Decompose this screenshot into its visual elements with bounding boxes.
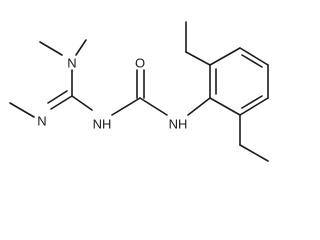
bond-c-n-imine	[50, 95, 73, 110]
bond-carbonyl-c-nh-right	[139, 97, 168, 116]
bond-n-imine-methyl	[9, 102, 35, 118]
bond-ring-6	[209, 97, 241, 116]
atom-label-n-dimethyl: N	[67, 56, 76, 71]
bond-c-n-imine-2	[47, 90, 68, 104]
bond-ring-5	[239, 97, 269, 116]
bond-n-methyl-right	[75, 39, 87, 56]
atom-label-o-carbonyl: O	[135, 56, 145, 71]
bond-ring-inner-3	[241, 95, 263, 109]
atom-label-nh-left: NH	[93, 117, 112, 132]
bond-nh-ring	[187, 97, 211, 116]
bond-c-nh-left	[71, 95, 93, 111]
bond-n-methyl-left	[39, 41, 63, 56]
bond-nh-carbonyl-c	[111, 97, 141, 116]
bond-ring-3	[239, 47, 269, 66]
bond-ring-2	[209, 47, 241, 66]
bond-ring-inner-2	[241, 54, 263, 68]
chemical-structure: N N NH O NH	[9, 21, 269, 162]
bond-ethyl-bottom-2	[239, 144, 269, 162]
bond-ethyl-top-1	[185, 51, 211, 66]
atom-label-nh-right: NH	[169, 117, 188, 132]
atom-label-n-imine: N	[37, 114, 46, 129]
